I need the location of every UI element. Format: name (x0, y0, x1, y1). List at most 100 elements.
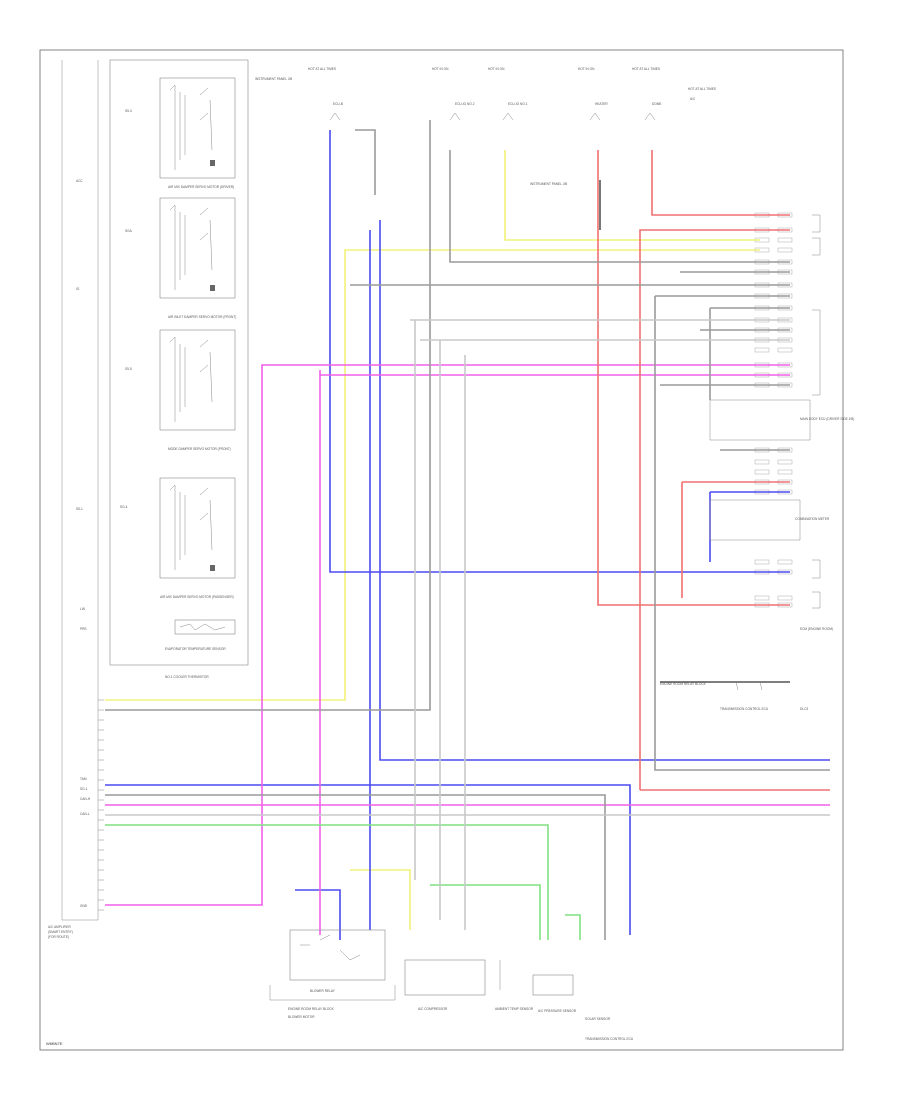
servo-pin-label: SG-4 (120, 505, 128, 509)
blue-wire (295, 889, 341, 940)
fuse-name-label: DOME (652, 102, 662, 106)
combination-meter-label: COMBINATION METER (795, 517, 830, 521)
servo-motor-2: AIR INLET DAMPER SERVO MOTOR (FRONT) SGA (125, 197, 236, 319)
evap-sensor-name: EVAPORATOR TEMPERATURE SENSOR (165, 647, 226, 651)
footer-code: W6BN7E (46, 1041, 63, 1046)
blue-wire (329, 130, 790, 573)
left-connector-title-3: (FOR ROUTE) (48, 935, 69, 939)
fuse-name-label: HEATER (595, 102, 608, 106)
green-wire (565, 914, 581, 940)
blue-wire (379, 220, 830, 761)
pressure-sensor-box (532, 974, 574, 996)
connector-pin (777, 247, 793, 253)
junction-block-label-2: INSTRUMENT PANEL J/B (530, 182, 567, 186)
servo-motor-label: AIR INLET DAMPER SERVO MOTOR (FRONT) (168, 315, 236, 319)
connector-pin (777, 559, 793, 565)
left-pin-label: ACC (76, 179, 83, 183)
left-pin-label: TAM (80, 777, 87, 781)
connector-pin (777, 595, 793, 601)
left-pin-label: PRS (80, 627, 87, 631)
connector-pin (754, 347, 770, 353)
red-wire (639, 229, 790, 790)
dlc3-label: DLC3 (800, 707, 808, 711)
left-pin-label: GND (80, 904, 88, 908)
gray-wire (105, 120, 431, 711)
left-pin-label: IG (76, 287, 80, 291)
servo-motor-label: AIR MIX DAMPER SERVO MOTOR (PASSENGER) (160, 595, 234, 599)
top-fuses: HOT AT ALL TIMES ECU-B HOT IN ON ECU-IG … (255, 67, 716, 186)
compressor-box (404, 959, 486, 996)
fuse-source-label: HOT IN ON (488, 67, 505, 71)
servo-motor-3: MODE DAMPER SERVO MOTOR (FRONT) S5-5 (125, 329, 236, 451)
fuse-name-label: ECU-B (333, 102, 343, 106)
evaporator-sensor: EVAPORATOR TEMPERATURE SENSOR NO.1 COOLE… (165, 619, 236, 679)
fuse-name-label: ECU-IG NO.1 (508, 102, 528, 106)
servo-motor-group: AIR MIX DAMPER SERVO MOTOR (DRIVER) S5-3… (109, 59, 249, 679)
yellow-wire (504, 150, 760, 241)
connector-pin (777, 237, 793, 243)
fuse-source-label: HOT AT ALL TIMES (308, 67, 336, 71)
bottom-components: BLOWER RELAY ENGINE ROOM RELAY BLOCK BLO… (269, 929, 634, 1041)
ecm-label: ECM (ENGINE ROOM) (800, 627, 833, 631)
left-pin-label: S5-1 (76, 507, 83, 511)
left-pin-label: CAN-H (80, 797, 91, 801)
gray-wire (449, 150, 790, 263)
blue-wire (105, 784, 631, 935)
left-pin-label: LIN (80, 607, 86, 611)
ambient-sensor-label: AMBIENT TEMP SENSOR (495, 1007, 534, 1011)
fuse-source-label: HOT AT ALL TIMES (688, 87, 716, 91)
solar-sensor-label: SOLAR SENSOR (585, 1017, 611, 1021)
compressor-label: A/C COMPRESSOR (418, 1007, 448, 1011)
transmission-ecu-label: TRANSMISSION CONTROL ECU (720, 707, 769, 711)
evap-sensor-label: NO.1 COOLER THERMISTOR (165, 675, 209, 679)
gray-wire (654, 296, 830, 771)
servo-enclosure (109, 59, 249, 666)
pressure-sensor-label: A/C PRESSURE SENSOR (538, 1009, 577, 1013)
servo-pin-label: S5-3 (125, 109, 132, 113)
left-pin-label: SG-1 (80, 787, 88, 791)
gray-wire (105, 794, 606, 940)
yellow-wire (105, 249, 760, 701)
connector-pin (754, 469, 770, 475)
connector-pin (754, 595, 770, 601)
fuse-name-label: ECU-IG NO.2 (455, 102, 475, 106)
red-wire (597, 150, 790, 606)
fuse-source-label: HOT AT ALL TIMES (632, 67, 660, 71)
servo-pin-label: SGA (125, 229, 133, 233)
left-pin-label: CAN-L (80, 812, 90, 816)
left-connector: A/C AMPLIFIER (SMART ENTRY) (FOR ROUTE) … (48, 60, 793, 939)
yellow-wire (350, 869, 411, 930)
connector-pin (777, 459, 793, 465)
right-components: MAIN BODY ECU (DRIVER SIDE J/B) COMBINAT… (660, 214, 854, 711)
servo-motor-4: AIR MIX DAMPER SERVO MOTOR (PASSENGER) S… (120, 477, 236, 599)
left-connector-title-2: (SMART ENTRY) (48, 930, 73, 934)
wires (105, 120, 830, 940)
connector-pin (754, 559, 770, 565)
junction-block-label: INSTRUMENT PANEL J/B (255, 77, 292, 81)
fuse-name-label: A/C (690, 97, 696, 101)
blower-relay-box (289, 929, 386, 981)
blower-motor-label: BLOWER MOTOR (288, 1015, 315, 1019)
blower-relay-label: BLOWER RELAY (310, 989, 336, 993)
servo-pin-label: S5-5 (125, 367, 132, 371)
green-wire (430, 884, 541, 940)
red-wire (651, 150, 790, 216)
transmission-bottom-label: TRANSMISSION CONTROL ECU (585, 1037, 634, 1041)
green-wire (105, 824, 549, 940)
servo-motor-label: MODE DAMPER SERVO MOTOR (FRONT) (168, 447, 231, 451)
servo-motor-1: AIR MIX DAMPER SERVO MOTOR (DRIVER) S5-3 (125, 77, 236, 189)
fuse-source-label: HOT IN ON (578, 67, 595, 71)
engine-room-jb-bottom-label: ENGINE ROOM RELAY BLOCK (288, 1007, 335, 1011)
engine-room-jb-label: ENGINE ROOM RELAY BLOCK (660, 682, 707, 686)
diagram-frame (39, 49, 844, 1051)
servo-motor-label: AIR MIX DAMPER SERVO MOTOR (DRIVER) (168, 185, 234, 189)
body-ecu-label: MAIN BODY ECU (DRIVER SIDE J/B) (800, 417, 854, 421)
magenta-wire (105, 364, 790, 906)
gray-wire (355, 129, 376, 195)
connector-pin (777, 347, 793, 353)
connector-pin (777, 469, 793, 475)
left-connector-title-1: A/C AMPLIFIER (48, 925, 72, 929)
fuse-source-label: HOT IN ON (432, 67, 449, 71)
connector-pin (754, 459, 770, 465)
